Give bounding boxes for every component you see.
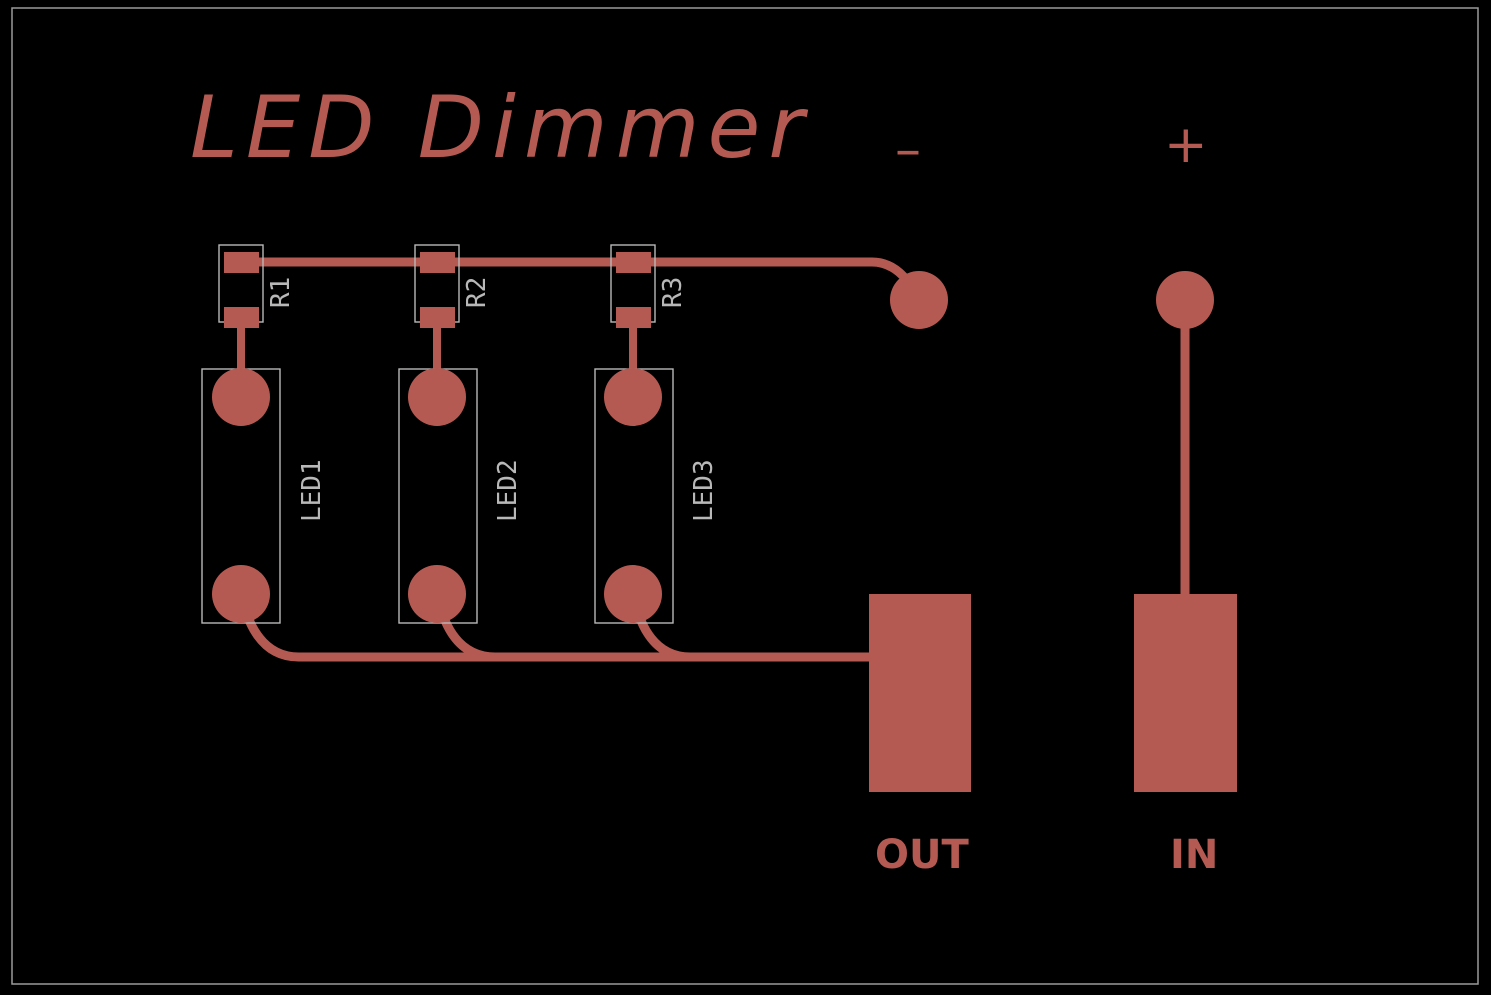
in-pad	[1134, 594, 1237, 792]
minus-terminal-pad	[890, 271, 948, 329]
trace-out-bus	[236, 589, 877, 662]
resistor-r2-pad-bottom	[420, 307, 455, 328]
board-outline	[11, 7, 1479, 985]
board-title: LED Dimmer	[190, 78, 812, 178]
plus-sign-label: +	[1164, 115, 1208, 175]
resistor-r3-pad-bottom	[616, 307, 651, 328]
led-2: LED2	[398, 368, 523, 624]
led-2-pad-anode	[408, 368, 466, 426]
led-3-label: LED3	[689, 459, 719, 522]
led-1-label: LED1	[297, 459, 327, 522]
trace-minus-bus	[236, 257, 923, 303]
led-3-pad-cathode	[604, 565, 662, 623]
out-pad-label: OUT	[875, 832, 969, 878]
resistor-r3: R3	[610, 244, 688, 328]
led-1-pad-cathode	[212, 565, 270, 623]
in-pad-label: IN	[1170, 832, 1218, 878]
resistor-r1-pad-bottom	[224, 307, 259, 328]
plus-terminal-pad	[1156, 271, 1214, 329]
led-3-pad-anode	[604, 368, 662, 426]
led-2-label: LED2	[493, 459, 523, 522]
resistor-r1: R1	[218, 244, 296, 328]
resistor-r3-label: R3	[658, 277, 688, 308]
led-3: LED3	[594, 368, 719, 624]
resistor-r3-pad-top	[616, 252, 651, 273]
out-pad	[869, 594, 971, 792]
minus-sign-label: –	[895, 120, 921, 180]
resistor-r1-pad-top	[224, 252, 259, 273]
resistor-r2: R2	[414, 244, 492, 328]
resistor-r1-label: R1	[266, 277, 296, 308]
led-1: LED1	[201, 368, 327, 624]
led-1-pad-anode	[212, 368, 270, 426]
resistor-r2-pad-top	[420, 252, 455, 273]
resistor-r2-label: R2	[462, 277, 492, 308]
led-2-pad-cathode	[408, 565, 466, 623]
